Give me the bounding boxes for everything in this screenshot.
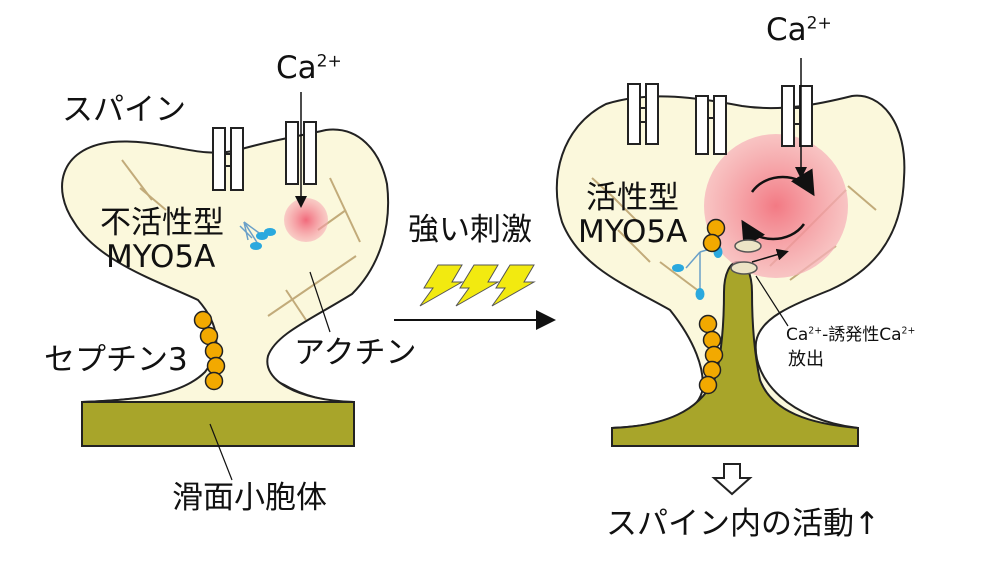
cicr-superscript-1: 2+	[808, 325, 823, 337]
inactive-myo5a-label-line2: MYO5A	[106, 239, 216, 275]
result-label: スパイン内の活動↑	[606, 506, 880, 542]
ca-left-label: Ca2+	[276, 52, 342, 85]
ca-left-text: Ca	[276, 50, 317, 86]
ca-right-text: Ca	[766, 12, 807, 48]
ca-right-superscript: 2+	[806, 13, 832, 34]
active-myo5a-label-line1: 活性型	[586, 180, 679, 216]
right-panel	[555, 58, 906, 496]
cicr-mid-text: -誘発性Ca	[822, 325, 902, 345]
left-receptors	[212, 121, 317, 191]
left-inactive-myo5a	[239, 221, 276, 250]
spine-label: スパイン	[62, 92, 186, 128]
right-ca-glow	[704, 134, 848, 278]
actin-pointer-line	[309, 271, 331, 333]
cicr-label-line2: 放出	[788, 349, 824, 370]
cicr-superscript-2: 2+	[901, 325, 916, 337]
ca-release-arrow	[751, 248, 789, 263]
ca-right-label: Ca2+	[766, 14, 832, 47]
cicr-label-line1: Ca2+-誘発性Ca2+	[786, 325, 916, 345]
ser-pointer-line	[209, 423, 233, 481]
right-septin-beads	[698, 218, 726, 395]
strong-stimulus-label: 強い刺激	[408, 212, 532, 248]
er-release-channels	[730, 239, 762, 275]
stimulus-bolts	[419, 264, 536, 307]
left-panel	[61, 92, 390, 481]
right-receptors	[627, 83, 813, 155]
left-actin-filaments	[121, 159, 361, 321]
smooth-er-label: 滑面小胞体	[172, 480, 327, 516]
ca-cycle-arrows	[741, 168, 815, 248]
result-down-arrow	[711, 463, 753, 496]
septin3-label: セプチン3	[44, 342, 188, 378]
inactive-myo5a-label-line1: 不活性型	[100, 205, 224, 241]
actin-label: アクチン	[294, 335, 417, 371]
cicr-pointer-line	[755, 275, 789, 327]
left-ca-glow	[284, 198, 328, 242]
active-myo5a-label-line2: MYO5A	[578, 214, 688, 250]
ca-left-superscript: 2+	[316, 51, 342, 72]
left-septin-beads	[193, 310, 226, 391]
cicr-ca-text: Ca	[786, 325, 809, 345]
